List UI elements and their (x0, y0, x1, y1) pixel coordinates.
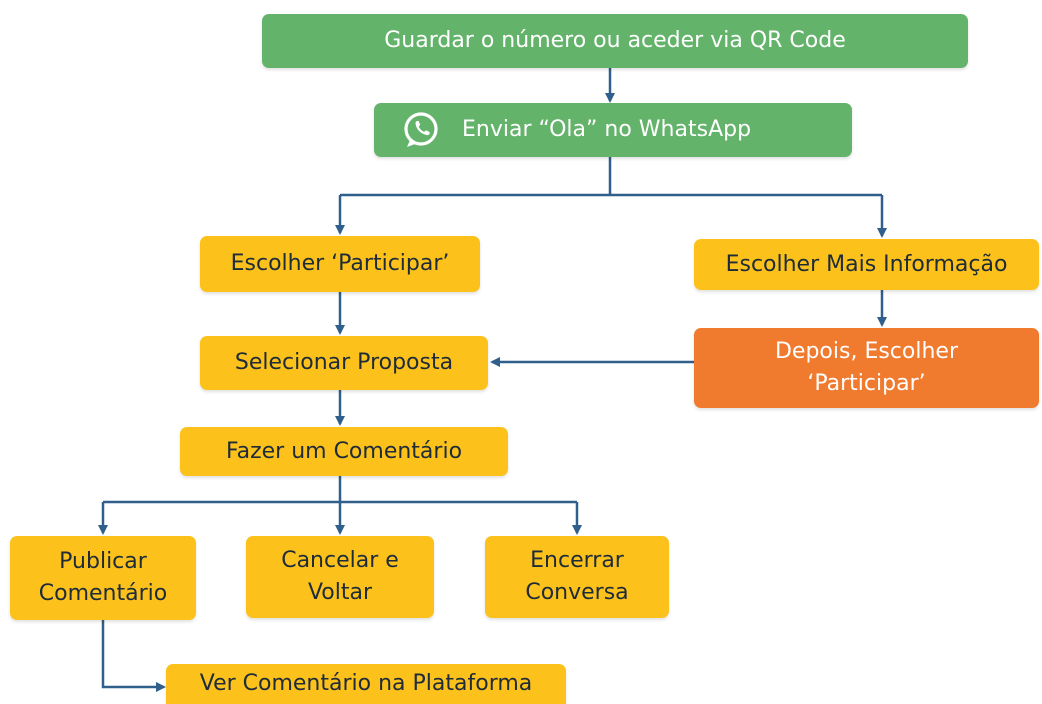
node-select-proposal: Selecionar Proposta (200, 336, 488, 390)
node-publish-comment: Publicar Comentário (10, 536, 196, 620)
node-then-choose-participate-line1: Depois, Escolher (774, 339, 958, 365)
node-publish-comment-line1: Publicar (59, 549, 147, 575)
node-view-comment: Ver Comentário na Plataforma (166, 664, 566, 704)
line-whatsapp-split (340, 157, 882, 197)
node-choose-more-info-label: Escolher Mais Informação (725, 251, 1008, 277)
node-choose-more-info: Escolher Mais Informação (694, 239, 1039, 290)
whatsapp-icon (404, 112, 438, 147)
node-end-conversation: Encerrar Conversa (485, 536, 669, 618)
node-end-conversation-line1: Encerrar (530, 548, 624, 574)
node-cancel-return-line1: Cancelar e (281, 548, 399, 574)
node-then-choose-participate: Depois, Escolher ‘Participar’ (694, 328, 1039, 408)
line-fazer-split (103, 476, 577, 504)
node-publish-comment-line2: Comentário (38, 581, 168, 606)
node-cancel-return: Cancelar e Voltar (246, 536, 434, 618)
node-send-hello-label: Enviar “Ola” no WhatsApp (462, 117, 752, 143)
node-send-hello: Enviar “Ola” no WhatsApp (374, 103, 852, 157)
node-end-conversation-line2: Conversa (525, 580, 629, 605)
node-view-comment-label: Ver Comentário na Plataforma (199, 671, 533, 697)
node-make-comment: Fazer um Comentário (180, 427, 508, 476)
arrow-publicar-to-ver (101, 620, 166, 692)
node-choose-participate: Escolher ‘Participar’ (200, 236, 480, 292)
node-qr-code: Guardar o número ou aceder via QR Code (262, 14, 968, 68)
node-make-comment-label: Fazer um Comentário (225, 438, 463, 464)
node-then-choose-participate-line2: ‘Participar’ (807, 371, 926, 396)
node-select-proposal-label: Selecionar Proposta (234, 350, 454, 376)
node-qr-code-label: Guardar o número ou aceder via QR Code (384, 28, 846, 54)
node-choose-participate-label: Escolher ‘Participar’ (230, 251, 450, 277)
node-cancel-return-line2: Voltar (307, 580, 373, 605)
